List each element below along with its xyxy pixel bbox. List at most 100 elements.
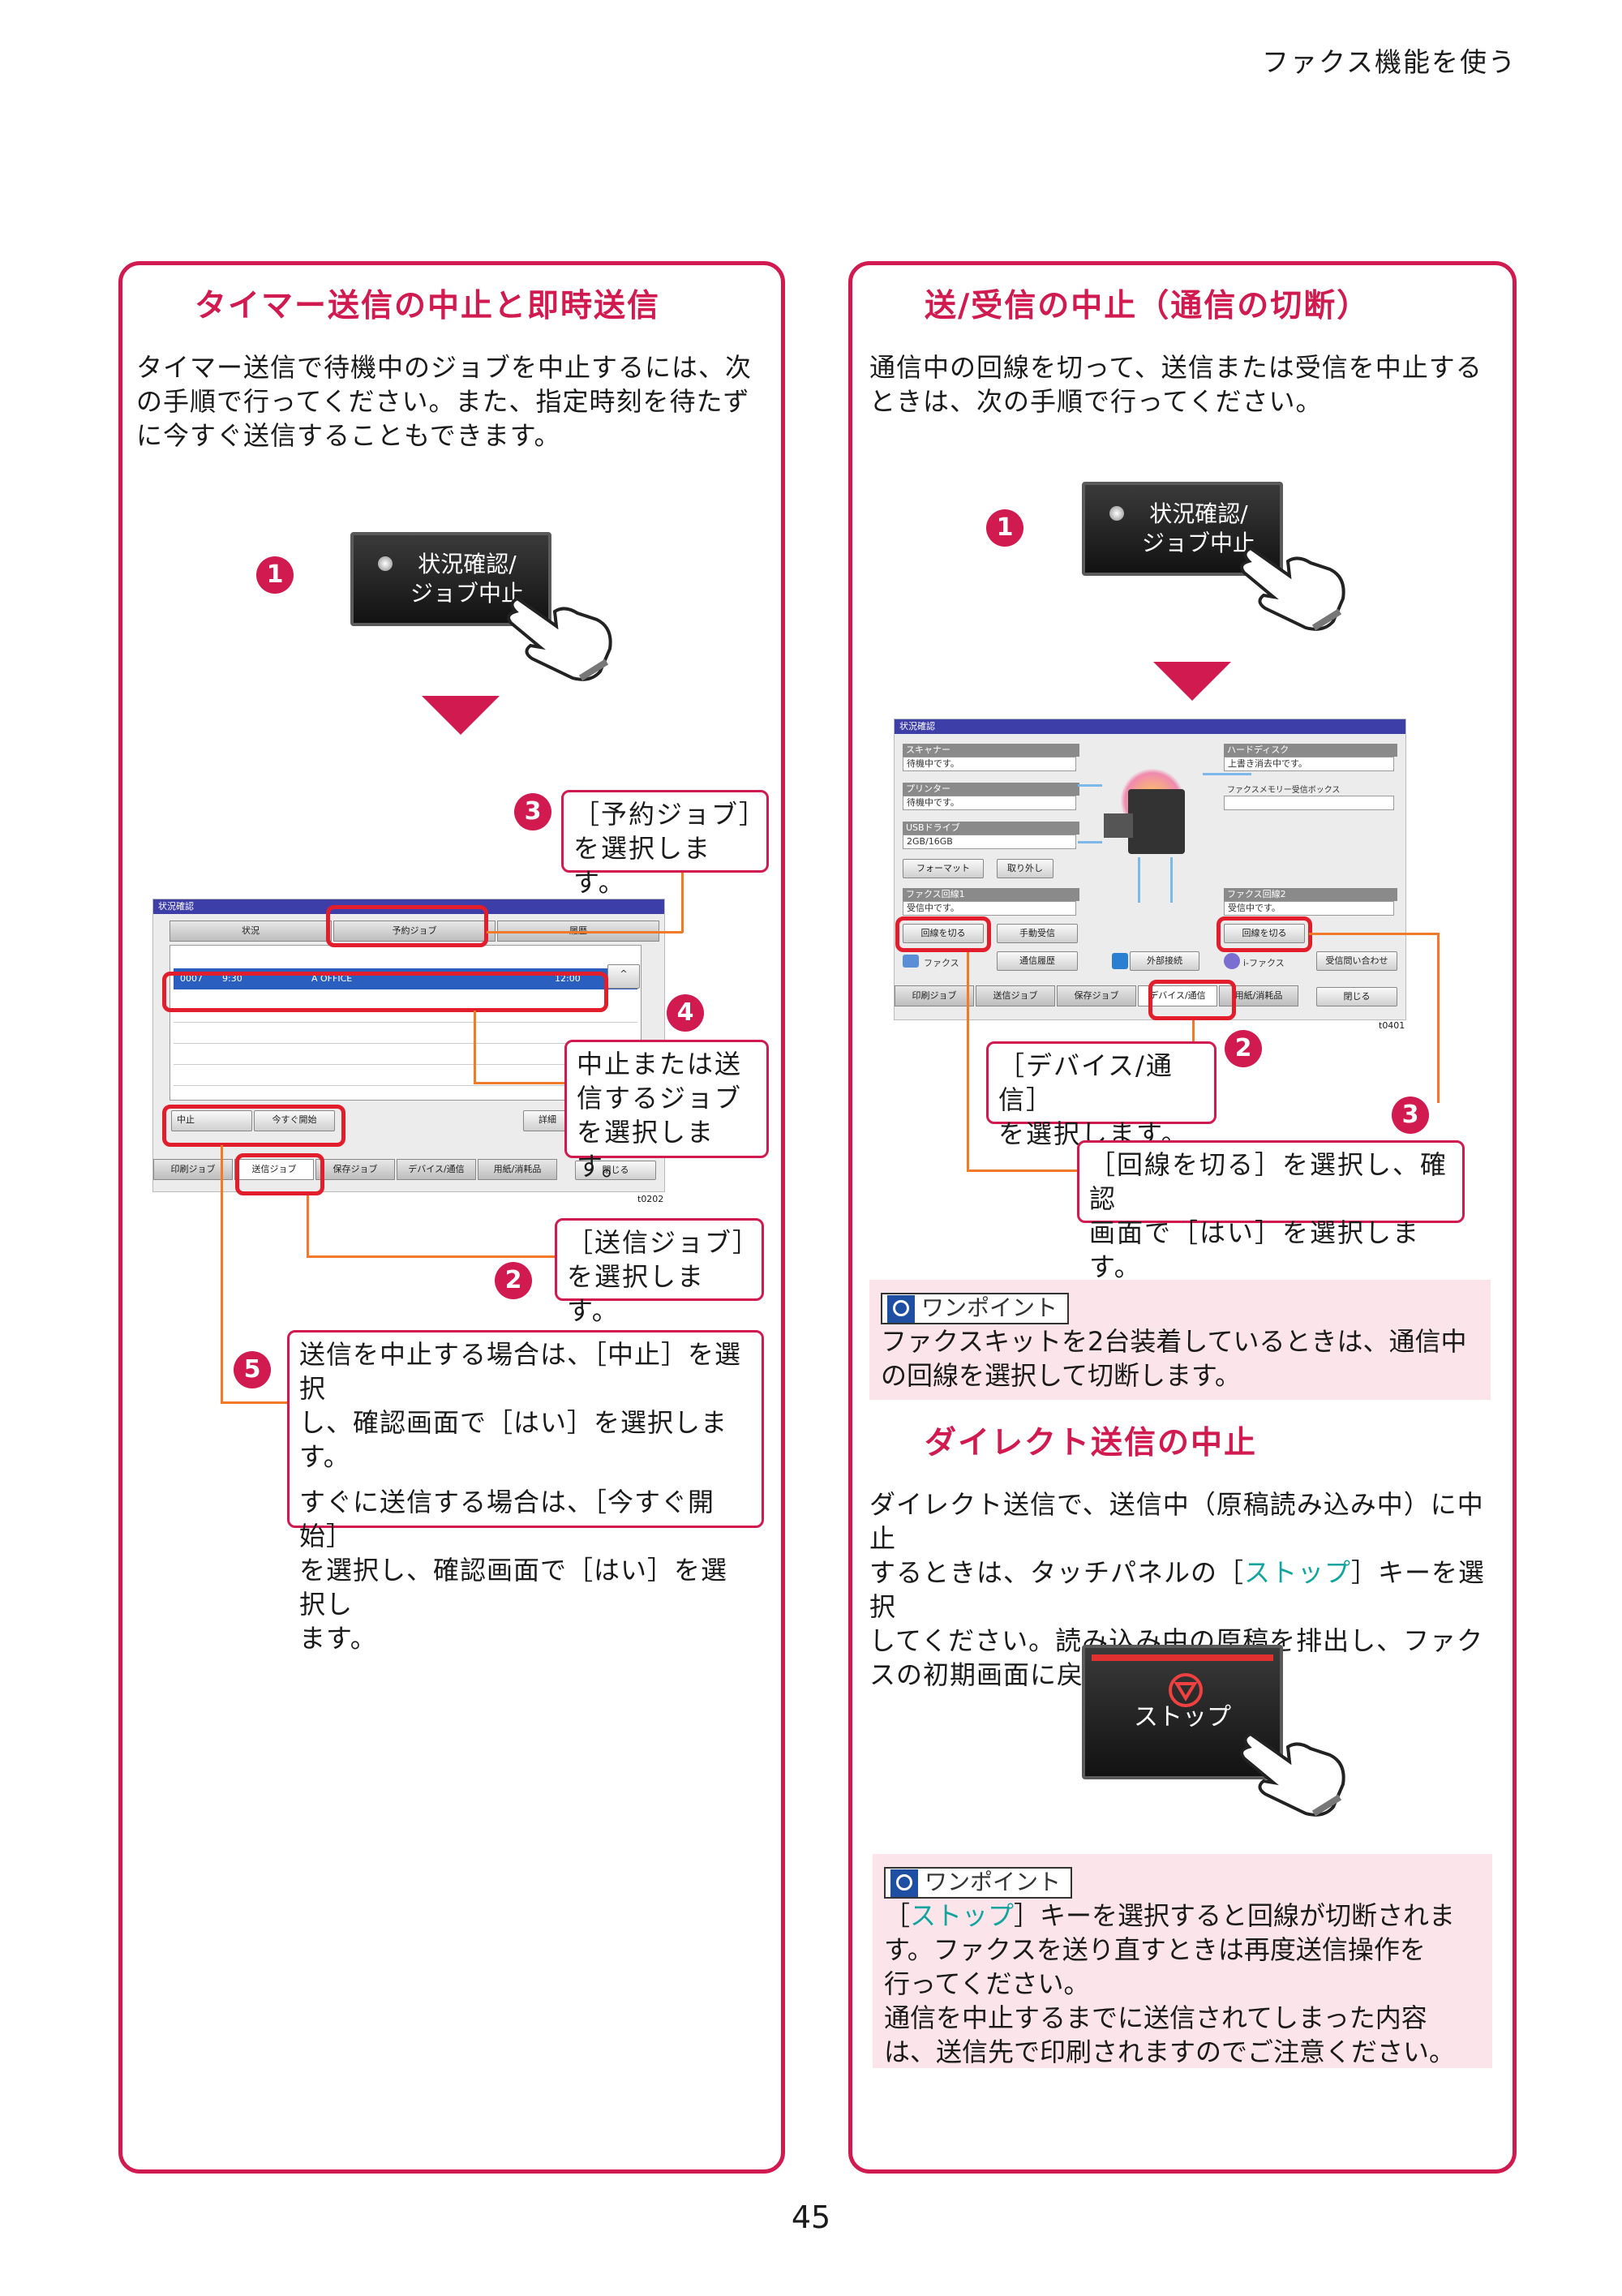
manual-receive-button[interactable]: 手動受信 <box>997 924 1078 943</box>
comm-log-button[interactable]: 通信履歴 <box>997 951 1078 971</box>
close-button[interactable]: 閉じる <box>1316 987 1397 1006</box>
stop-icon <box>1169 1673 1203 1707</box>
tab-send-job[interactable]: 送信ジョブ <box>976 985 1055 1006</box>
down-arrow-icon <box>1153 662 1231 701</box>
hdd-status: 上書き消去中です。 <box>1224 757 1394 771</box>
callout-stop-or-send: 送信を中止する場合は、［中止］を選択 し、確認画面で［はい］を選択します。 すぐ… <box>287 1330 764 1654</box>
stop-bar <box>1092 1654 1273 1661</box>
ifax-icon <box>1224 953 1240 969</box>
onepoint-box-2: ワンポイント ［ストップ］キーを選択すると回線が切断されま す。ファクスを送り直… <box>873 1854 1492 2068</box>
table-row[interactable] <box>174 1024 637 1044</box>
fax-label: ファクス <box>924 958 959 968</box>
direct-send-title: ダイレクト送信の中止 <box>925 1425 1258 1461</box>
format-button[interactable]: フォーマット <box>903 859 984 878</box>
external-connection-button[interactable]: 外部接続 <box>1130 951 1199 971</box>
usb-label: USBドライブ <box>903 822 1079 835</box>
right-title: 送/受信の中止（通信の切断） <box>925 288 1371 324</box>
printer-status: 待機中です。 <box>903 796 1076 810</box>
connector-line <box>967 952 969 1171</box>
screen-code: t0401 <box>1379 1020 1405 1031</box>
step-number-3: 3 <box>514 793 551 830</box>
section-header: ファクス機能を使う <box>1261 46 1517 78</box>
scanner-label: スキャナー <box>903 744 1079 757</box>
connector-line <box>1437 933 1440 1103</box>
led-icon <box>378 556 393 571</box>
close-button[interactable]: 閉じる <box>575 1161 656 1180</box>
connector-line <box>307 1255 555 1258</box>
step-number-1: 1 <box>986 509 1023 547</box>
scroll-up-button[interactable]: ^ <box>607 964 640 989</box>
right-intro: 通信中の回線を切って、送信または受信を中止する ときは、次の手順で行ってください… <box>869 352 1483 417</box>
usb-capacity: 2GB/16GB <box>903 835 1076 849</box>
onepoint-box-1: ワンポイント ファクスキットを2台装着しているときは、通信中 の回線を選択して切… <box>869 1280 1491 1400</box>
callout-select-job: 中止または送 信するジョブ を選択します。 <box>564 1040 769 1182</box>
tab-print-job[interactable]: 印刷ジョブ <box>153 1159 233 1180</box>
fax-line2-status: 受信中です。 <box>1224 901 1394 916</box>
onepoint-tag: ワンポイント <box>881 1293 1070 1324</box>
left-panel <box>118 261 785 2174</box>
connector-line <box>967 1169 1083 1172</box>
fax-line2-label: ファクス回線2 <box>1224 888 1397 901</box>
tab-store-job[interactable]: 保存ジョブ <box>315 1159 395 1180</box>
table-row[interactable] <box>174 1066 637 1086</box>
step-number-3: 3 <box>1392 1097 1429 1134</box>
tab-status[interactable]: 状況 <box>169 921 332 942</box>
screen-code: t0202 <box>637 1194 664 1204</box>
receive-inquiry-button[interactable]: 受信問い合わせ <box>1316 951 1397 971</box>
connector-line <box>474 1082 564 1084</box>
tab-print-job[interactable]: 印刷ジョブ <box>895 985 974 1006</box>
tab-device-comm[interactable]: デバイス/通信 <box>397 1159 476 1180</box>
table-row[interactable] <box>174 1002 637 1023</box>
connector-line <box>487 931 683 933</box>
magnifier-icon <box>887 1295 915 1323</box>
tab-store-job[interactable]: 保存ジョブ <box>1057 985 1136 1006</box>
start-now-button[interactable]: 今すぐ開始 <box>254 1110 335 1131</box>
connector-line <box>221 1401 287 1404</box>
page-number: 45 <box>791 2199 831 2235</box>
highlight-action-buttons <box>162 1105 345 1147</box>
highlight-job-row <box>162 972 608 1012</box>
fax-memory-box-label: ファクスメモリー受信ボックス <box>1227 786 1341 795</box>
stop-job-button[interactable]: 中止 <box>171 1110 252 1131</box>
highlight-disconnect1 <box>895 916 991 952</box>
tab-send-job[interactable]: 送信ジョブ <box>234 1159 314 1180</box>
down-arrow-icon <box>422 696 500 735</box>
step-number-1: 1 <box>256 556 294 594</box>
pointing-hand-icon <box>1240 546 1345 631</box>
job-list: 0007 9:30 A OFFICE 12:00 <box>169 945 642 1101</box>
printer-label: プリンター <box>903 783 1079 796</box>
highlight-device-tab <box>1148 980 1236 1020</box>
status-screen-device: 状況確認 スキャナー 待機中です。 プリンター 待機中です。 USBドライブ 2… <box>894 719 1406 1020</box>
connector-line <box>307 1195 309 1257</box>
highlight-send-tab <box>235 1153 324 1195</box>
connector-line <box>1192 1020 1195 1043</box>
highlight-reserved-tab <box>326 905 488 947</box>
table-row[interactable] <box>174 1045 637 1065</box>
disconnect-line2-button[interactable]: 回線を切る <box>1224 924 1305 943</box>
connector-line <box>681 873 684 933</box>
screen-title-bar: 状況確認 <box>895 719 1405 734</box>
mfp-illustration <box>1096 757 1209 862</box>
connector-line <box>221 1145 223 1403</box>
scanner-status: 待機中です。 <box>903 757 1076 771</box>
right-panel <box>848 261 1517 2174</box>
callout-reserved-job: ［予約ジョブ］ を選択します。 <box>561 790 769 898</box>
fax-line1-status: 受信中です。 <box>903 901 1076 916</box>
fax-icon <box>903 955 919 968</box>
pointing-hand-icon <box>507 596 612 681</box>
step-number-4: 4 <box>667 994 704 1032</box>
step-number-2: 2 <box>495 1262 532 1299</box>
connector-line <box>1309 933 1439 935</box>
onepoint-tag: ワンポイント <box>884 1867 1073 1899</box>
fax-memory-box <box>1224 796 1394 810</box>
ifax-label: i-ファクス <box>1243 958 1285 968</box>
connector-line <box>474 1011 476 1084</box>
fax-line1-label: ファクス回線1 <box>903 888 1079 901</box>
step-number-2: 2 <box>1225 1030 1262 1067</box>
tab-paper-supplies[interactable]: 用紙/消耗品 <box>478 1159 557 1180</box>
remove-button[interactable]: 取り外し <box>997 859 1053 878</box>
callout-device-comm: ［デバイス/通信］ を選択します。 <box>986 1041 1216 1149</box>
magnifier-icon <box>890 1869 918 1897</box>
disconnect-line1-button[interactable]: 回線を切る <box>903 924 984 943</box>
tab-reserved-job[interactable]: 予約ジョブ <box>333 921 496 942</box>
